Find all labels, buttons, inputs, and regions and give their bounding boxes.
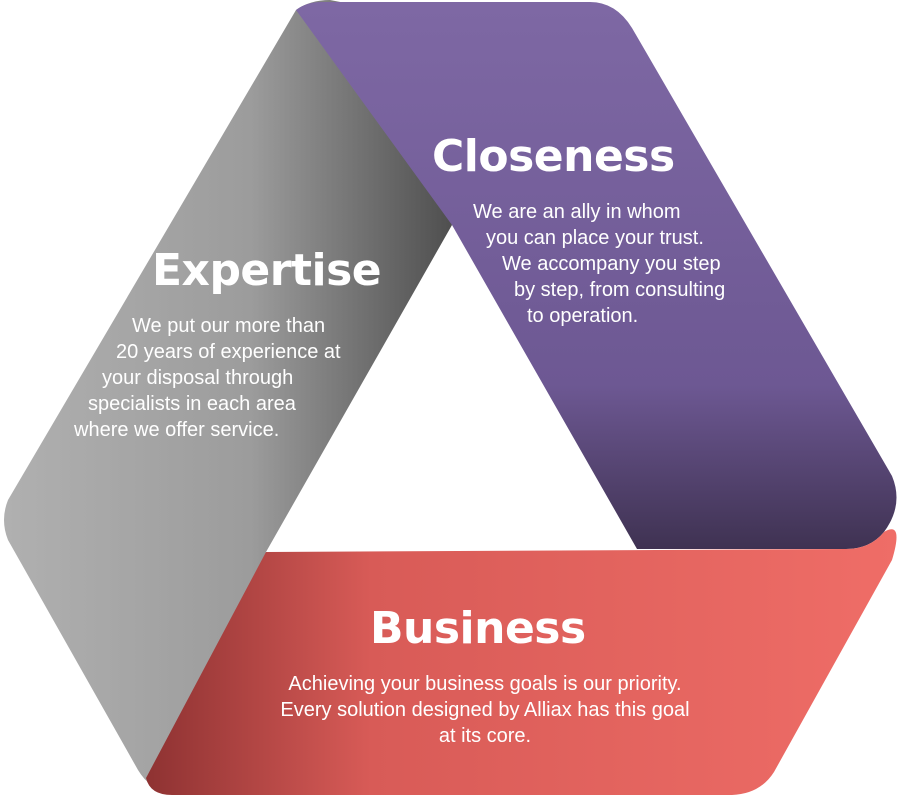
closeness-title: Closeness	[432, 131, 675, 182]
expertise-line: where we offer service.	[74, 419, 280, 441]
expertise-line: We put our more than	[132, 315, 326, 337]
expertise-line: specialists in each area	[88, 393, 296, 415]
expertise-line: your disposal through	[102, 367, 294, 389]
business-line: at its core.	[438, 725, 532, 747]
expertise-description: We put our more than 20 years of experie…	[70, 313, 380, 443]
business-title: Business	[370, 603, 586, 654]
business-line: Every solution designed by Alliax has th…	[280, 699, 690, 721]
closeness-line: to operation.	[527, 305, 639, 327]
business-band	[146, 529, 897, 795]
closeness-line: We are an ally in whom	[473, 201, 681, 223]
expertise-title: Expertise	[152, 245, 382, 296]
expertise-line: 20 years of experience at	[116, 341, 341, 363]
business-description: Achieving your business goals is our pri…	[230, 671, 740, 749]
closeness-description: We are an ally in whom you can place you…	[473, 199, 773, 329]
business-line: Achieving your business goals is our pri…	[288, 673, 682, 695]
expertise-band	[4, 0, 452, 792]
closeness-band	[296, 2, 897, 549]
closeness-line: you can place your trust.	[486, 227, 704, 249]
closeness-line: We accompany you step	[502, 253, 721, 275]
closeness-line: by step, from consulting	[514, 279, 726, 301]
